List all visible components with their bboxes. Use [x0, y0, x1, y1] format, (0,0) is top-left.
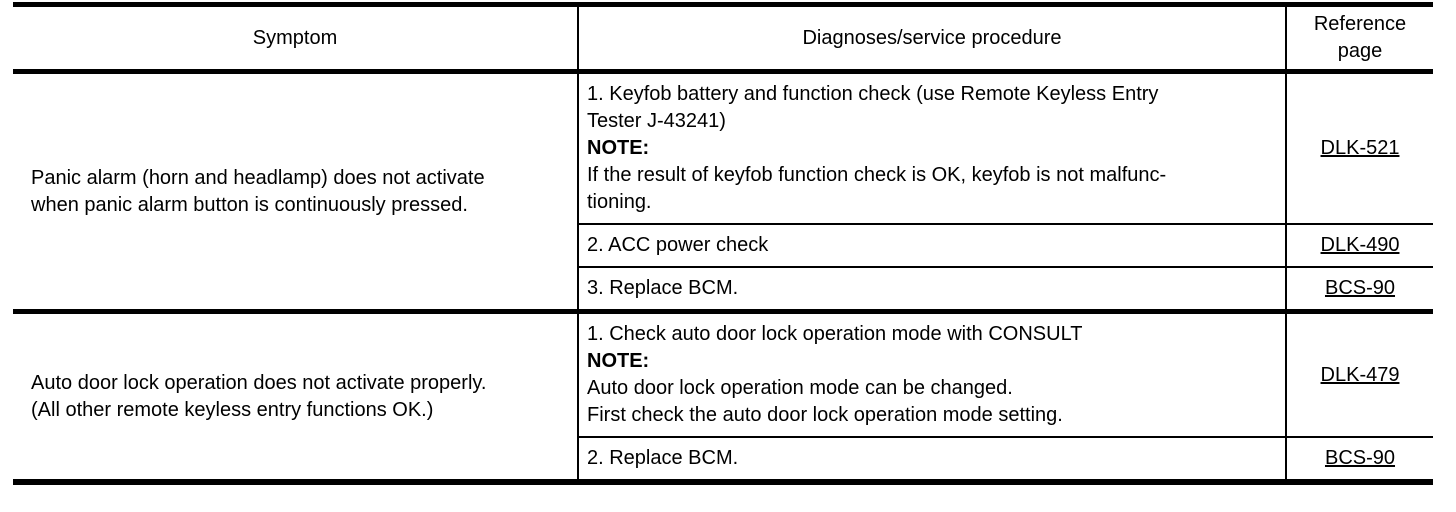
symptom-text: Panic alarm (horn and headlamp) does not…: [31, 166, 485, 216]
header-symptom: Symptom: [13, 4, 578, 74]
reference-link-bcs-90[interactable]: BCS-90: [1324, 277, 1396, 299]
table-row-panic-alarm-step2: 2. ACC power check DLK-490: [13, 223, 1433, 267]
reference-link-dlk-479[interactable]: DLK-479: [1320, 363, 1400, 386]
table-row-auto-door-lock-step1: Auto door lock operation does not activa…: [13, 309, 1433, 482]
procedure-step-text: 1. Keyfob battery and function check (us…: [587, 83, 1159, 132]
procedure-cell-acc-power-check: 2. ACC power check: [577, 223, 1286, 267]
procedure-step-text: 1. Check auto door lock operation mode w…: [587, 323, 1083, 345]
reference-cell: DLK-490: [1285, 223, 1433, 267]
reference-link-dlk-521[interactable]: DLK-521: [1320, 137, 1400, 159]
note-label: NOTE:: [587, 137, 650, 159]
symptom-text: Auto door lock operation does not activa…: [31, 371, 487, 421]
procedure-cell-keyfob-check: 1. Keyfob battery and function check (us…: [577, 69, 1286, 224]
table-row-auto-door-lock-step2: 2. Replace BCM. BCS-90: [13, 436, 1433, 482]
table-row-panic-alarm-step3: 3. Replace BCM. BCS-90: [13, 266, 1433, 312]
note-text: Auto door lock operation mode can be cha…: [587, 377, 1063, 426]
diagnosis-table: Symptom Diagnoses/service procedure Refe…: [13, 2, 1433, 485]
header-reference-label: Reference page: [1313, 13, 1407, 62]
header-reference: Reference page: [1285, 4, 1433, 74]
procedure-cell-replace-bcm: 2. Replace BCM.: [577, 436, 1286, 482]
reference-cell: DLK-521: [1285, 69, 1433, 224]
header-symptom-label: Symptom: [252, 26, 338, 49]
reference-link-dlk-490[interactable]: DLK-490: [1320, 234, 1400, 256]
procedure-step-text: 2. ACC power check: [587, 234, 769, 256]
reference-link-bcs-90[interactable]: BCS-90: [1324, 447, 1396, 469]
note-text: If the result of keyfob function check i…: [587, 164, 1167, 213]
symptom-cell-auto-door-lock: Auto door lock operation does not activa…: [13, 309, 578, 482]
header-procedure: Diagnoses/service procedure: [577, 4, 1286, 74]
procedure-cell-replace-bcm: 3. Replace BCM.: [577, 266, 1286, 312]
procedure-step-text: 2. Replace BCM.: [587, 447, 739, 469]
header-row: Symptom Diagnoses/service procedure Refe…: [13, 4, 1433, 74]
reference-cell: DLK-479: [1285, 309, 1433, 437]
table-row-panic-alarm-step1: Panic alarm (horn and headlamp) does not…: [13, 69, 1433, 312]
header-procedure-label: Diagnoses/service procedure: [802, 26, 1062, 49]
reference-cell: BCS-90: [1285, 436, 1433, 482]
procedure-cell-consult-check: 1. Check auto door lock operation mode w…: [577, 309, 1286, 437]
reference-cell: BCS-90: [1285, 266, 1433, 312]
note-label: NOTE:: [587, 350, 650, 372]
procedure-step-text: 3. Replace BCM.: [587, 277, 739, 299]
symptom-cell-panic-alarm: Panic alarm (horn and headlamp) does not…: [13, 69, 578, 312]
